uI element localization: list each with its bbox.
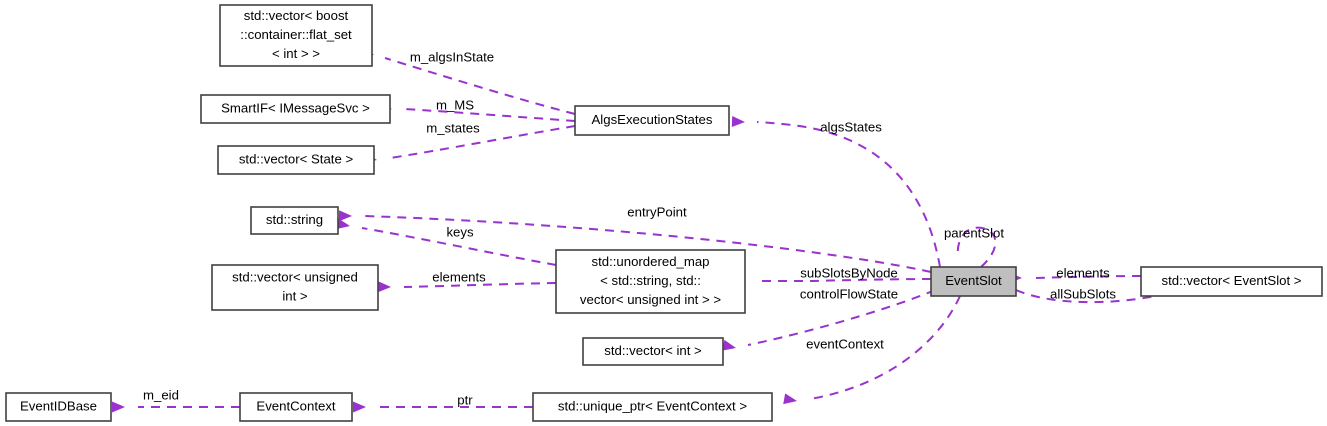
- node-event_id_base[interactable]: EventIDBase: [5, 392, 112, 422]
- edge-label-subSlotsByNode: subSlotsByNode: [800, 265, 898, 280]
- edge-line-eventContext: [809, 295, 961, 400]
- node-vector_flat_set[interactable]: std::vector< boost::container::flat_set<…: [219, 4, 373, 67]
- edge-arrowhead-keys: [336, 218, 350, 230]
- node-label-smartif_imessagesvc: SmartIF< IMessageSvc >: [221, 100, 370, 115]
- edge-line-m_MS: [403, 108, 576, 122]
- node-label-unique_ptr_event_context: std::unique_ptr< EventContext >: [558, 398, 747, 413]
- edge-controlFlowState: [722, 289, 936, 351]
- node-label-algs_execution_states: AlgsExecutionStates: [592, 112, 713, 127]
- edge-m_eid: [112, 401, 240, 413]
- node-event_slot[interactable]: EventSlot: [930, 266, 1017, 297]
- edge-label-keys: keys: [446, 224, 474, 239]
- node-label-unordered_map: vector< unsigned int > >: [580, 292, 721, 307]
- node-label-vector_state: std::vector< State >: [239, 151, 354, 166]
- edge-line-parentSlot: [956, 226, 997, 268]
- node-label-vector_flat_set: < int > >: [272, 46, 320, 61]
- edge-label-eventContext: eventContext: [806, 336, 884, 351]
- node-label-vector_flat_set: std::vector< boost: [244, 8, 349, 23]
- edge-label-controlFlowState: controlFlowState: [800, 286, 898, 301]
- edge-label-m_algsInState: m_algsInState: [410, 49, 494, 64]
- node-label-event_slot: EventSlot: [945, 273, 1002, 288]
- node-event_context[interactable]: EventContext: [239, 392, 353, 422]
- edge-arrowhead-algsStates: [731, 116, 745, 128]
- node-algs_execution_states[interactable]: AlgsExecutionStates: [574, 105, 730, 136]
- node-box-vector_unsigned_int[interactable]: [211, 264, 379, 311]
- edge-arrowhead-elements_map: [377, 281, 391, 293]
- edge-line-elements_slot: [1034, 275, 1142, 279]
- edge-line-m_states: [389, 125, 576, 159]
- edge-line-m_algsInState: [384, 57, 576, 115]
- node-box-vector_state[interactable]: [217, 145, 375, 175]
- edge-algsStates: [731, 116, 941, 268]
- edge-elements_map: [377, 281, 557, 293]
- edge-line-subSlotsByNode: [758, 278, 932, 282]
- edge-arrowhead-controlFlowState: [722, 339, 736, 351]
- node-label-event_context: EventContext: [256, 398, 336, 413]
- node-label-vector_flat_set: ::container::flat_set: [240, 27, 352, 42]
- edge-line-algsStates: [756, 121, 941, 268]
- node-box-event_slot[interactable]: [930, 266, 1017, 297]
- edge-eventContext: [783, 295, 961, 405]
- edge-line-elements_map: [403, 282, 557, 288]
- node-box-vector_int[interactable]: [582, 337, 724, 366]
- edge-label-parentSlot: parentSlot: [944, 225, 1004, 240]
- edge-entryPoint: [338, 210, 932, 273]
- edge-label-entryPoint: entryPoint: [627, 204, 687, 219]
- node-label-vector_event_slot: std::vector< EventSlot >: [1161, 273, 1301, 288]
- edge-arrowhead-m_eid: [112, 401, 125, 413]
- node-label-std_string: std::string: [266, 212, 323, 227]
- node-unordered_map[interactable]: std::unordered_map< std::string, std::ve…: [555, 249, 746, 314]
- node-box-smartif_imessagesvc[interactable]: [200, 94, 391, 124]
- edge-line-keys: [361, 227, 557, 266]
- edge-label-ptr: ptr: [457, 392, 473, 407]
- edge-line-entryPoint: [364, 215, 932, 273]
- node-std_string[interactable]: std::string: [250, 206, 339, 235]
- edge-line-allSubSlots: [1015, 289, 1156, 304]
- node-label-vector_unsigned_int: int >: [282, 288, 308, 303]
- nodes-layer: std::vector< boost::container::flat_set<…: [5, 4, 1323, 422]
- edge-line-controlFlowState: [747, 289, 936, 346]
- edge-label-elements_slot: elements: [1056, 265, 1110, 280]
- edge-label-allSubSlots: allSubSlots: [1050, 286, 1116, 301]
- node-box-event_id_base[interactable]: [5, 392, 112, 422]
- edge-label-m_eid: m_eid: [143, 387, 179, 402]
- node-label-vector_unsigned_int: std::vector< unsigned: [232, 269, 358, 284]
- edge-m_MS: [378, 102, 576, 122]
- node-box-vector_event_slot[interactable]: [1140, 266, 1323, 297]
- node-smartif_imessagesvc[interactable]: SmartIF< IMessageSvc >: [200, 94, 391, 124]
- node-vector_int[interactable]: std::vector< int >: [582, 337, 724, 366]
- node-box-unique_ptr_event_context[interactable]: [532, 392, 773, 422]
- node-box-unordered_map[interactable]: [555, 249, 746, 314]
- edge-arrowhead-eventContext: [783, 393, 797, 405]
- node-vector_state[interactable]: std::vector< State >: [217, 145, 375, 175]
- node-box-algs_execution_states[interactable]: [574, 105, 730, 136]
- edge-arrowhead-entryPoint: [338, 210, 352, 222]
- node-box-vector_flat_set[interactable]: [219, 4, 373, 67]
- node-box-event_context[interactable]: [239, 392, 353, 422]
- edge-label-m_states: m_states: [426, 120, 480, 135]
- edge-label-elements_map: elements: [432, 269, 486, 284]
- node-unique_ptr_event_context[interactable]: std::unique_ptr< EventContext >: [532, 392, 773, 422]
- edge-label-m_MS: m_MS: [436, 97, 474, 112]
- node-label-event_id_base: EventIDBase: [20, 398, 97, 413]
- edge-keys: [336, 218, 557, 266]
- node-box-std_string[interactable]: [250, 206, 339, 235]
- edge-arrowhead-ptr: [353, 401, 366, 413]
- node-label-unordered_map: < std::string, std::: [600, 273, 701, 288]
- node-label-vector_int: std::vector< int >: [604, 343, 702, 358]
- node-label-unordered_map: std::unordered_map: [591, 254, 709, 269]
- edge-label-algsStates: algsStates: [820, 119, 882, 134]
- edge-labels-layer: m_algsInState m_MS m_states algsStates entry…: [143, 49, 1116, 407]
- edge-ptr: [353, 401, 533, 413]
- node-vector_event_slot[interactable]: std::vector< EventSlot >: [1140, 266, 1323, 297]
